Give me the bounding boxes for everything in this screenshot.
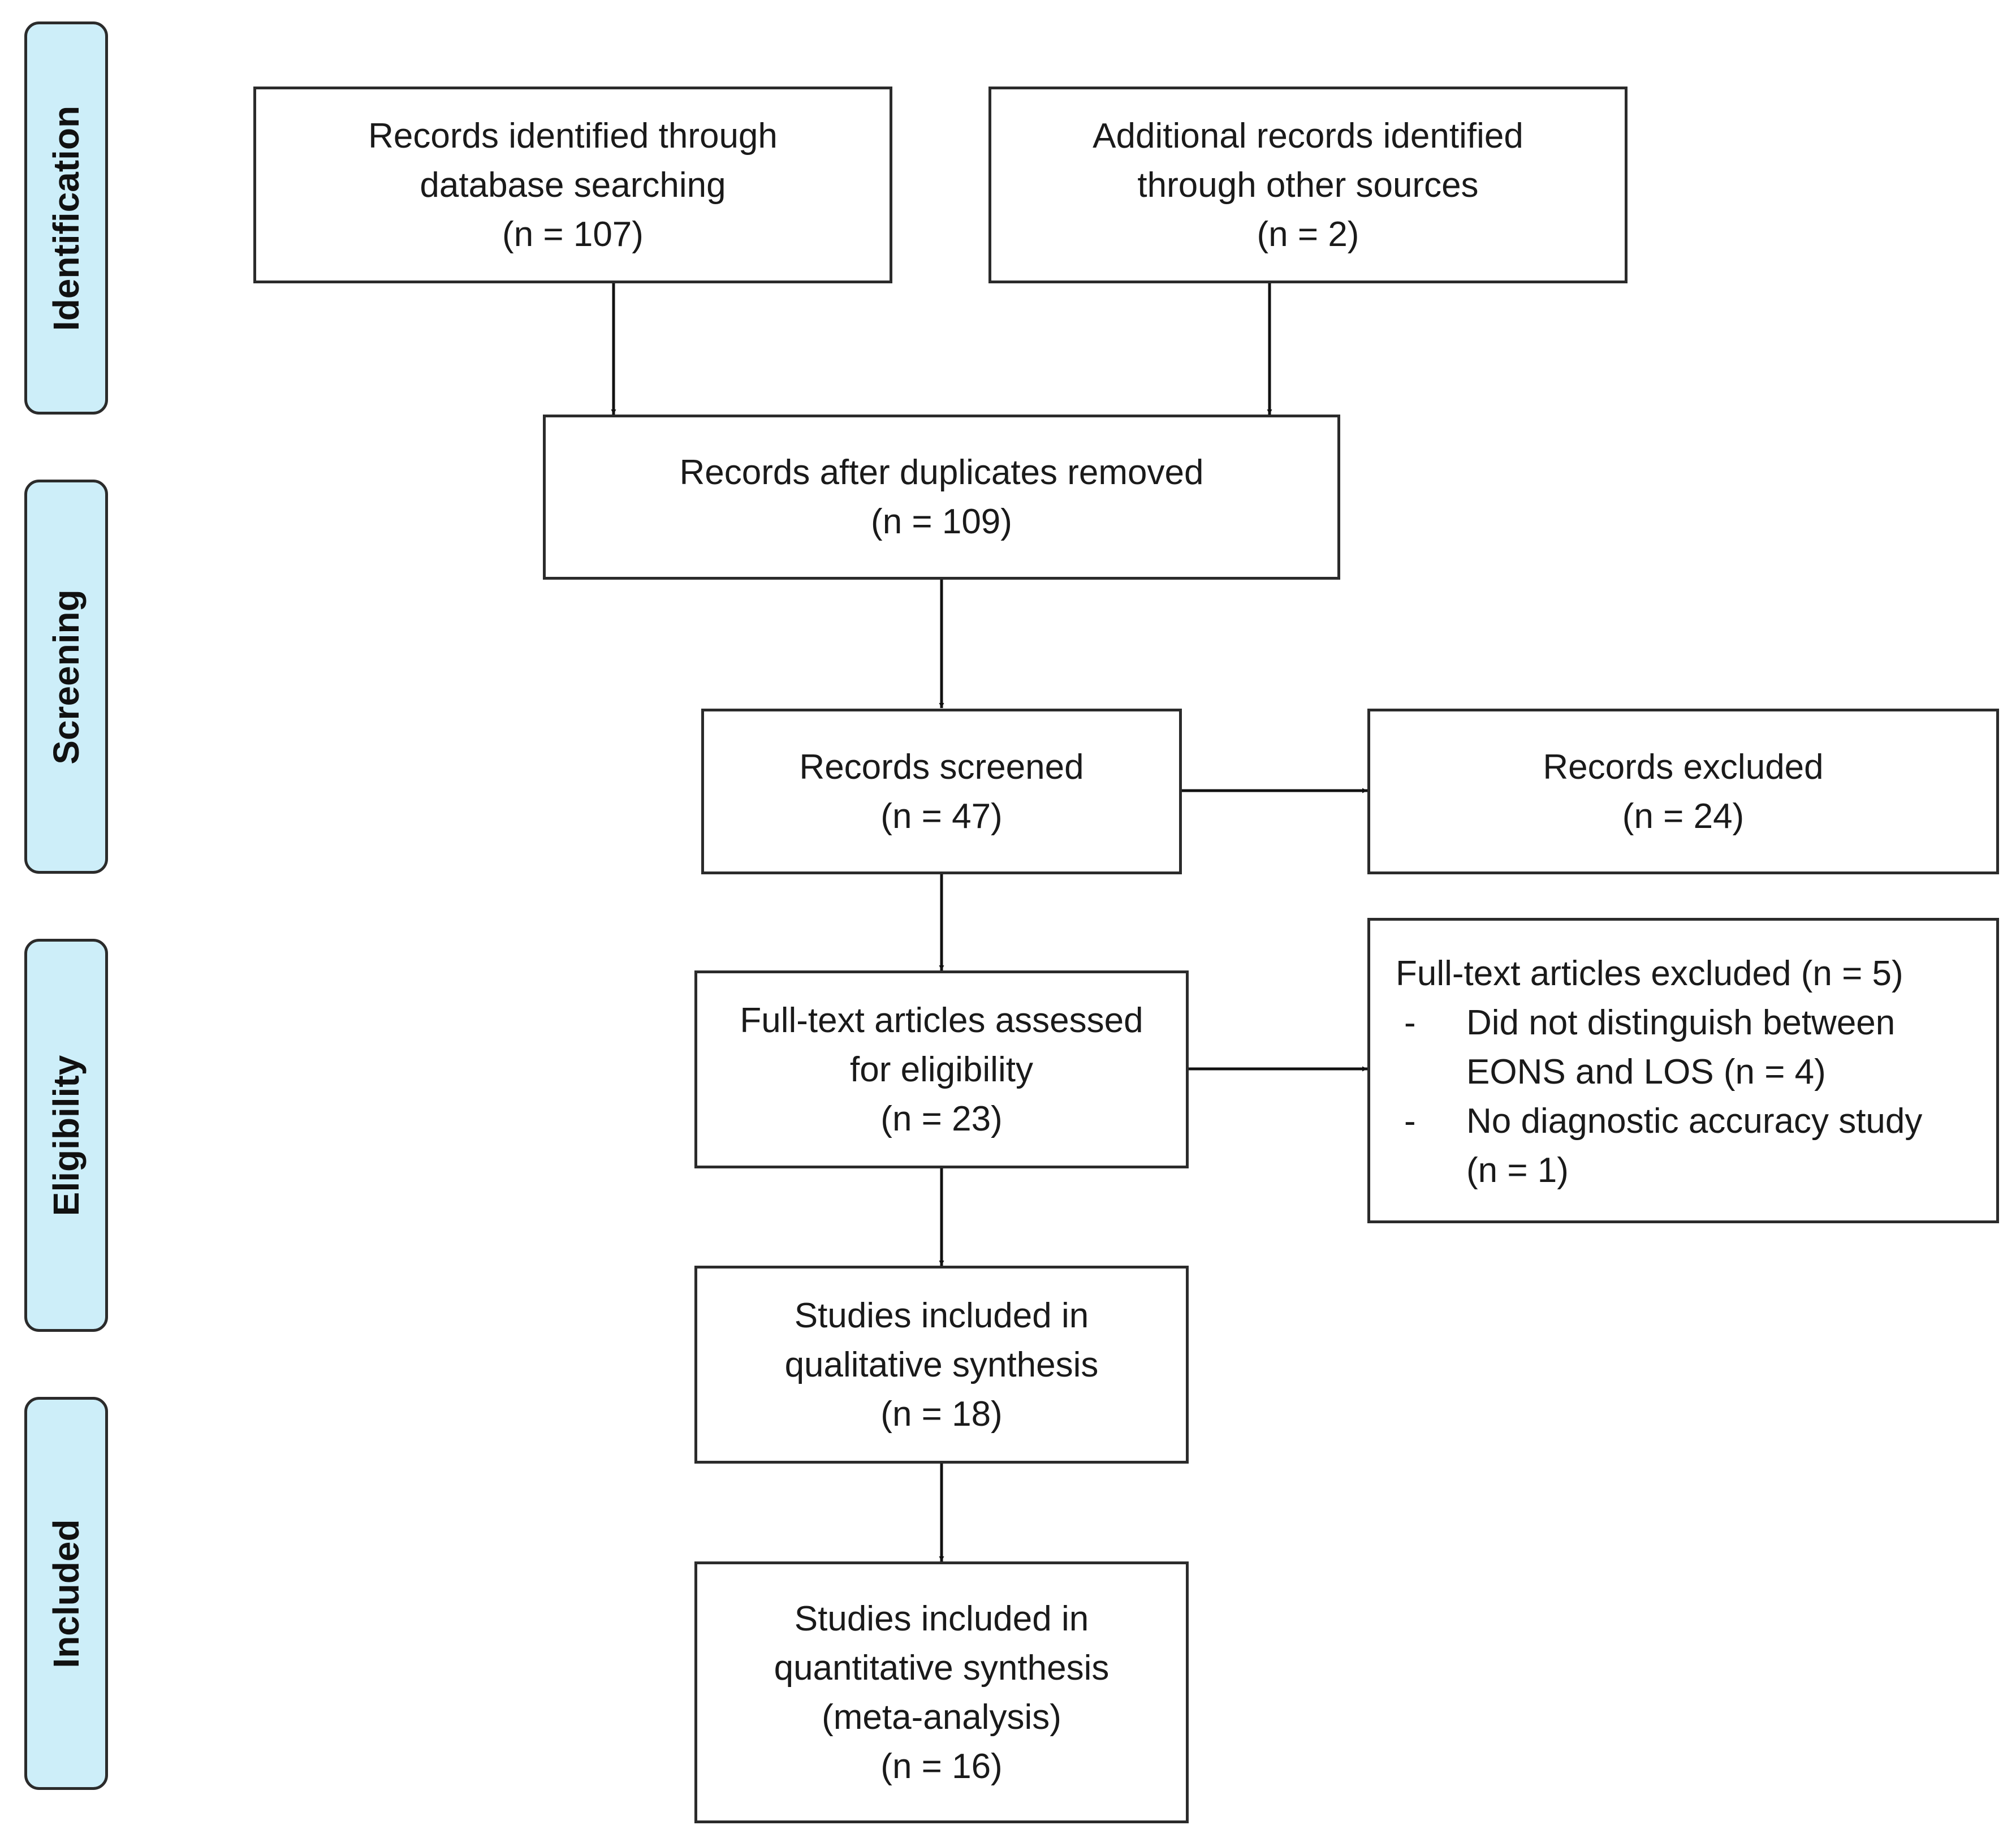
- box-line: through other sources: [1137, 165, 1479, 205]
- phase-eligibility: Eligibility: [24, 939, 108, 1332]
- phase-eligibility-label: Eligibility: [46, 1055, 87, 1216]
- box-line: Additional records identified: [1093, 116, 1523, 156]
- reason-text: Did not distinguish between: [1466, 1003, 1896, 1042]
- box-line: Records excluded: [1543, 747, 1824, 787]
- reason-text: No diagnostic accuracy study: [1466, 1102, 1923, 1141]
- box-line: database searching: [420, 165, 726, 205]
- box-fulltext-excluded: Full-text articles excluded (n = 5) - Di…: [1367, 918, 1999, 1223]
- box-line: Studies included in: [794, 1599, 1089, 1638]
- phase-identification: Identification: [24, 21, 108, 415]
- box-duplicates-removed: Records after duplicates removed (n = 10…: [543, 415, 1340, 580]
- box-line: Full-text articles assessed: [740, 1000, 1143, 1040]
- box-line: quantitative synthesis: [774, 1648, 1110, 1688]
- reason-text: EONS and LOS (n = 4): [1466, 1052, 1826, 1091]
- box-line: Studies included in: [794, 1296, 1089, 1335]
- phase-identification-label: Identification: [46, 105, 87, 331]
- box-other-sources: Additional records identified through ot…: [988, 87, 1628, 283]
- box-count: (n = 107): [502, 214, 644, 254]
- box-records-excluded: Records excluded (n = 24): [1367, 709, 1999, 874]
- box-line: (meta-analysis): [822, 1697, 1061, 1737]
- reason-text: (n = 1): [1466, 1151, 1569, 1190]
- box-count: (n = 16): [880, 1746, 1003, 1786]
- box-count: (n = 24): [1622, 796, 1745, 836]
- exclusion-reason: - Did not distinguish between: [1396, 998, 1895, 1047]
- box-count: (n = 109): [871, 502, 1012, 541]
- box-qualitative-synthesis: Studies included in qualitative synthesi…: [694, 1266, 1189, 1464]
- dash-marker: -: [1404, 1003, 1416, 1042]
- box-records-screened: Records screened (n = 47): [701, 709, 1182, 874]
- box-count: (n = 2): [1257, 214, 1359, 254]
- excluded-title: Full-text articles excluded (n = 5): [1396, 954, 1903, 993]
- box-line: qualitative synthesis: [784, 1345, 1099, 1384]
- box-line: Records after duplicates removed: [679, 453, 1204, 492]
- box-line: for eligibility: [850, 1050, 1033, 1089]
- box-line: Records screened: [799, 747, 1084, 787]
- box-count: (n = 18): [880, 1394, 1003, 1434]
- box-line: Records identified through: [368, 116, 778, 156]
- phase-screening: Screening: [24, 480, 108, 874]
- phase-screening-label: Screening: [46, 589, 87, 765]
- phase-included: Included: [24, 1397, 108, 1790]
- box-database-searching: Records identified through database sear…: [253, 87, 892, 283]
- box-count: (n = 23): [880, 1099, 1003, 1138]
- dash-marker: -: [1404, 1102, 1416, 1141]
- phase-included-label: Included: [46, 1518, 87, 1668]
- box-count: (n = 47): [880, 796, 1003, 836]
- exclusion-reason: - No diagnostic accuracy study: [1396, 1097, 1922, 1146]
- box-fulltext-assessed: Full-text articles assessed for eligibil…: [694, 970, 1189, 1168]
- box-quantitative-synthesis: Studies included in quantitative synthes…: [694, 1561, 1189, 1823]
